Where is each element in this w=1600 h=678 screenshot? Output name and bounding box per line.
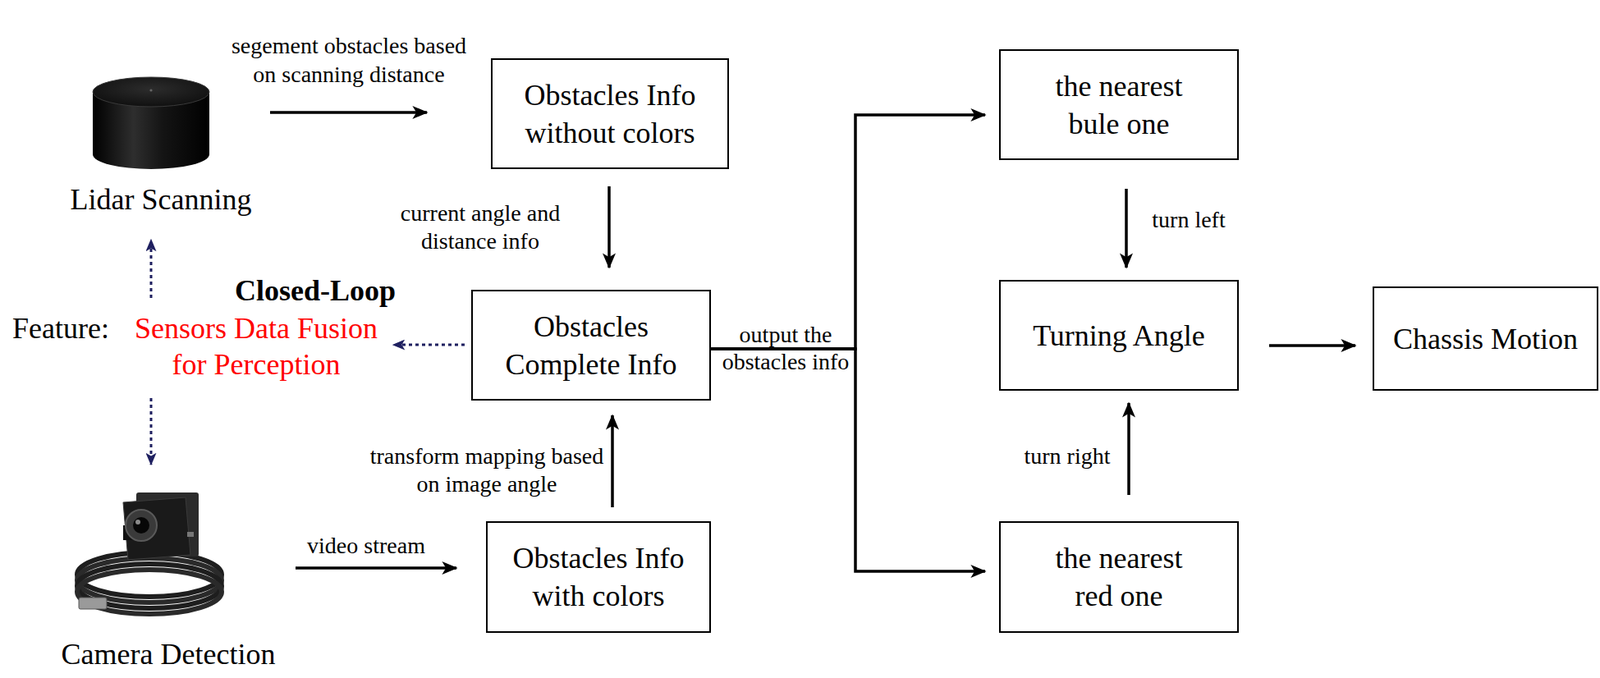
process-box: Obstacles Complete Info xyxy=(471,289,711,401)
flow-arrow xyxy=(710,114,986,349)
process-box: Obstacles Info with colors xyxy=(485,521,711,633)
flow-arrow xyxy=(1127,403,1131,496)
edge-label: video stream xyxy=(284,531,449,560)
node-text: Obstacles Info with colors xyxy=(495,539,702,615)
flow-arrow xyxy=(607,186,611,268)
process-box: Chassis Motion xyxy=(1372,286,1599,391)
flow-arrow xyxy=(710,348,986,572)
lidar-illustration xyxy=(92,77,210,170)
edge-label: output the obstacles info xyxy=(718,320,854,376)
flow-arrow xyxy=(295,566,457,570)
process-box: Turning Angle xyxy=(999,279,1239,391)
flow-arrow xyxy=(270,110,427,115)
highlight-text: Sensors Data Fusion for Perception xyxy=(120,310,392,383)
flow-arrow xyxy=(610,415,615,508)
feature-note: Feature: Sensors Data Fusion for Percepti… xyxy=(12,310,392,383)
edge-label: turn right xyxy=(1001,442,1133,471)
heading-label: Closed-Loop xyxy=(234,273,396,308)
node-text: Obstacles Info without colors xyxy=(500,76,720,152)
flow-arrow xyxy=(1269,343,1356,348)
sensor-caption: Lidar Scanning xyxy=(70,183,253,216)
feedback-arrow xyxy=(150,398,153,465)
edge-label: segement obstacles based on scanning dis… xyxy=(221,31,477,89)
feedback-arrow xyxy=(393,343,465,347)
node-text: the nearest red one xyxy=(1041,539,1197,615)
camera-illustration xyxy=(77,492,222,615)
feedback-arrow xyxy=(150,239,153,298)
process-box: the nearest red one xyxy=(999,521,1239,633)
feature-text: Feature: xyxy=(12,310,110,347)
node-text: Turning Angle xyxy=(1032,316,1206,355)
node-text: Obstacles Complete Info xyxy=(481,307,702,384)
sensor-icon: Lidar Scanning xyxy=(58,69,264,216)
sensor-caption: Camera Detection xyxy=(61,637,276,671)
edge-label: turn left xyxy=(1131,206,1247,234)
edge-label: current angle and distance info xyxy=(389,199,571,256)
node-text: the nearest bule one xyxy=(1041,67,1197,143)
flow-arrow xyxy=(1124,188,1128,268)
process-box: Obstacles Info without colors xyxy=(490,58,729,170)
process-box: the nearest bule one xyxy=(999,49,1239,161)
edge-label: transform mapping based on image angle xyxy=(359,442,615,499)
node-text: Chassis Motion xyxy=(1393,320,1578,358)
sensor-icon: Camera Detection xyxy=(49,490,288,671)
